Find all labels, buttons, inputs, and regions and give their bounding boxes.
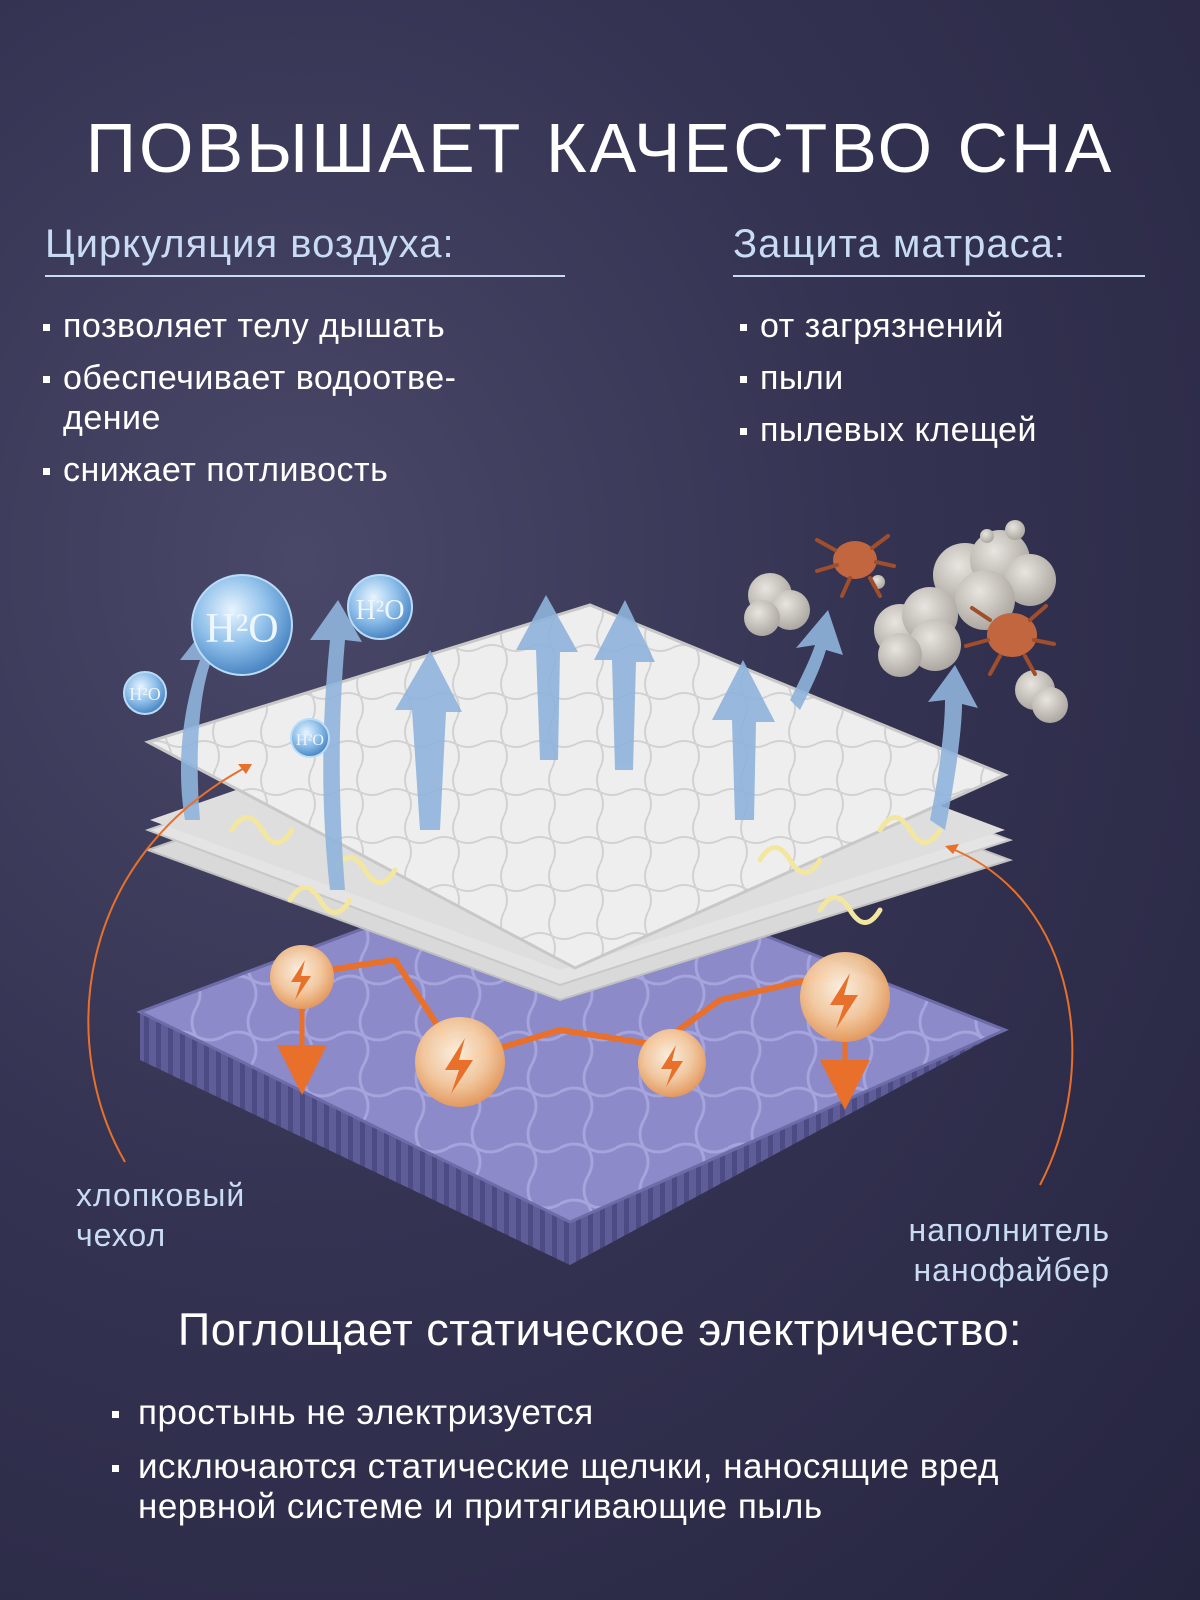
dust-mite-icon: [815, 534, 896, 598]
dust-mite-icon: [964, 604, 1056, 676]
list-item: позволяет телу дышать: [43, 306, 603, 346]
mattress-protection-list: от загрязнений пыли пылевых клещей: [740, 306, 1160, 462]
static-heading: Поглощает статическое электричество:: [177, 1304, 1023, 1355]
svg-text:H²O: H²O: [205, 606, 278, 652]
lightning-orb-icon: [638, 1029, 706, 1097]
static-charge-orbs: [270, 945, 890, 1107]
air-circulation-heading: Циркуляция воздуха:: [45, 222, 565, 277]
svg-text:H²O: H²O: [129, 684, 160, 704]
water-bubble-large: H²O: [191, 574, 293, 676]
svg-text:H²O: H²O: [296, 732, 324, 749]
filler-label-pointer: [949, 847, 1074, 1186]
list-item: простынь не электризуется: [108, 1393, 1108, 1433]
nanofiber-filler-label: наполнитель нанофайбер: [908, 1212, 1110, 1288]
water-bubble-tiny: H²O: [290, 718, 330, 758]
air-wave-lines: [229, 815, 943, 925]
list-item: обеспечивает водоотве- дение: [43, 358, 603, 438]
list-item: пыли: [740, 358, 1160, 398]
water-bubble-small: H²O: [123, 671, 167, 715]
svg-text:H²O: H²O: [356, 595, 405, 626]
mattress-protection-heading: Защита матраса:: [733, 222, 1145, 277]
air-flow-arrows: [180, 595, 978, 890]
list-item: исключаются статические щелчки, наносящи…: [108, 1447, 1108, 1527]
static-benefits-list: простынь не электризуется исключаются ст…: [108, 1393, 1108, 1541]
cover-pointer-head: [238, 764, 252, 774]
lightning-orb-icon: [270, 945, 334, 1009]
dust-clouds: [744, 520, 1068, 723]
filler-pointer-head: [945, 844, 959, 854]
cotton-cover-layer: [144, 603, 1009, 970]
lightning-orb-icon: [800, 952, 890, 1042]
water-bubbles: H²O H²O H²O H²O: [123, 574, 413, 758]
list-item: снижает потливость: [43, 450, 603, 490]
list-item: пылевых клещей: [740, 410, 1160, 450]
water-bubble-medium: H²O: [347, 574, 413, 640]
cover-label-pointer: [87, 764, 251, 1163]
lightning-orb-icon: [415, 1017, 505, 1107]
page-title: ПОВЫШАЕТ КАЧЕСТВО СНА: [85, 109, 1115, 187]
cotton-cover-label: хлопковый чехол: [76, 1177, 246, 1253]
list-item: от загрязнений: [740, 306, 1160, 346]
air-circulation-list: позволяет телу дышать обеспечивает водоо…: [43, 306, 603, 502]
